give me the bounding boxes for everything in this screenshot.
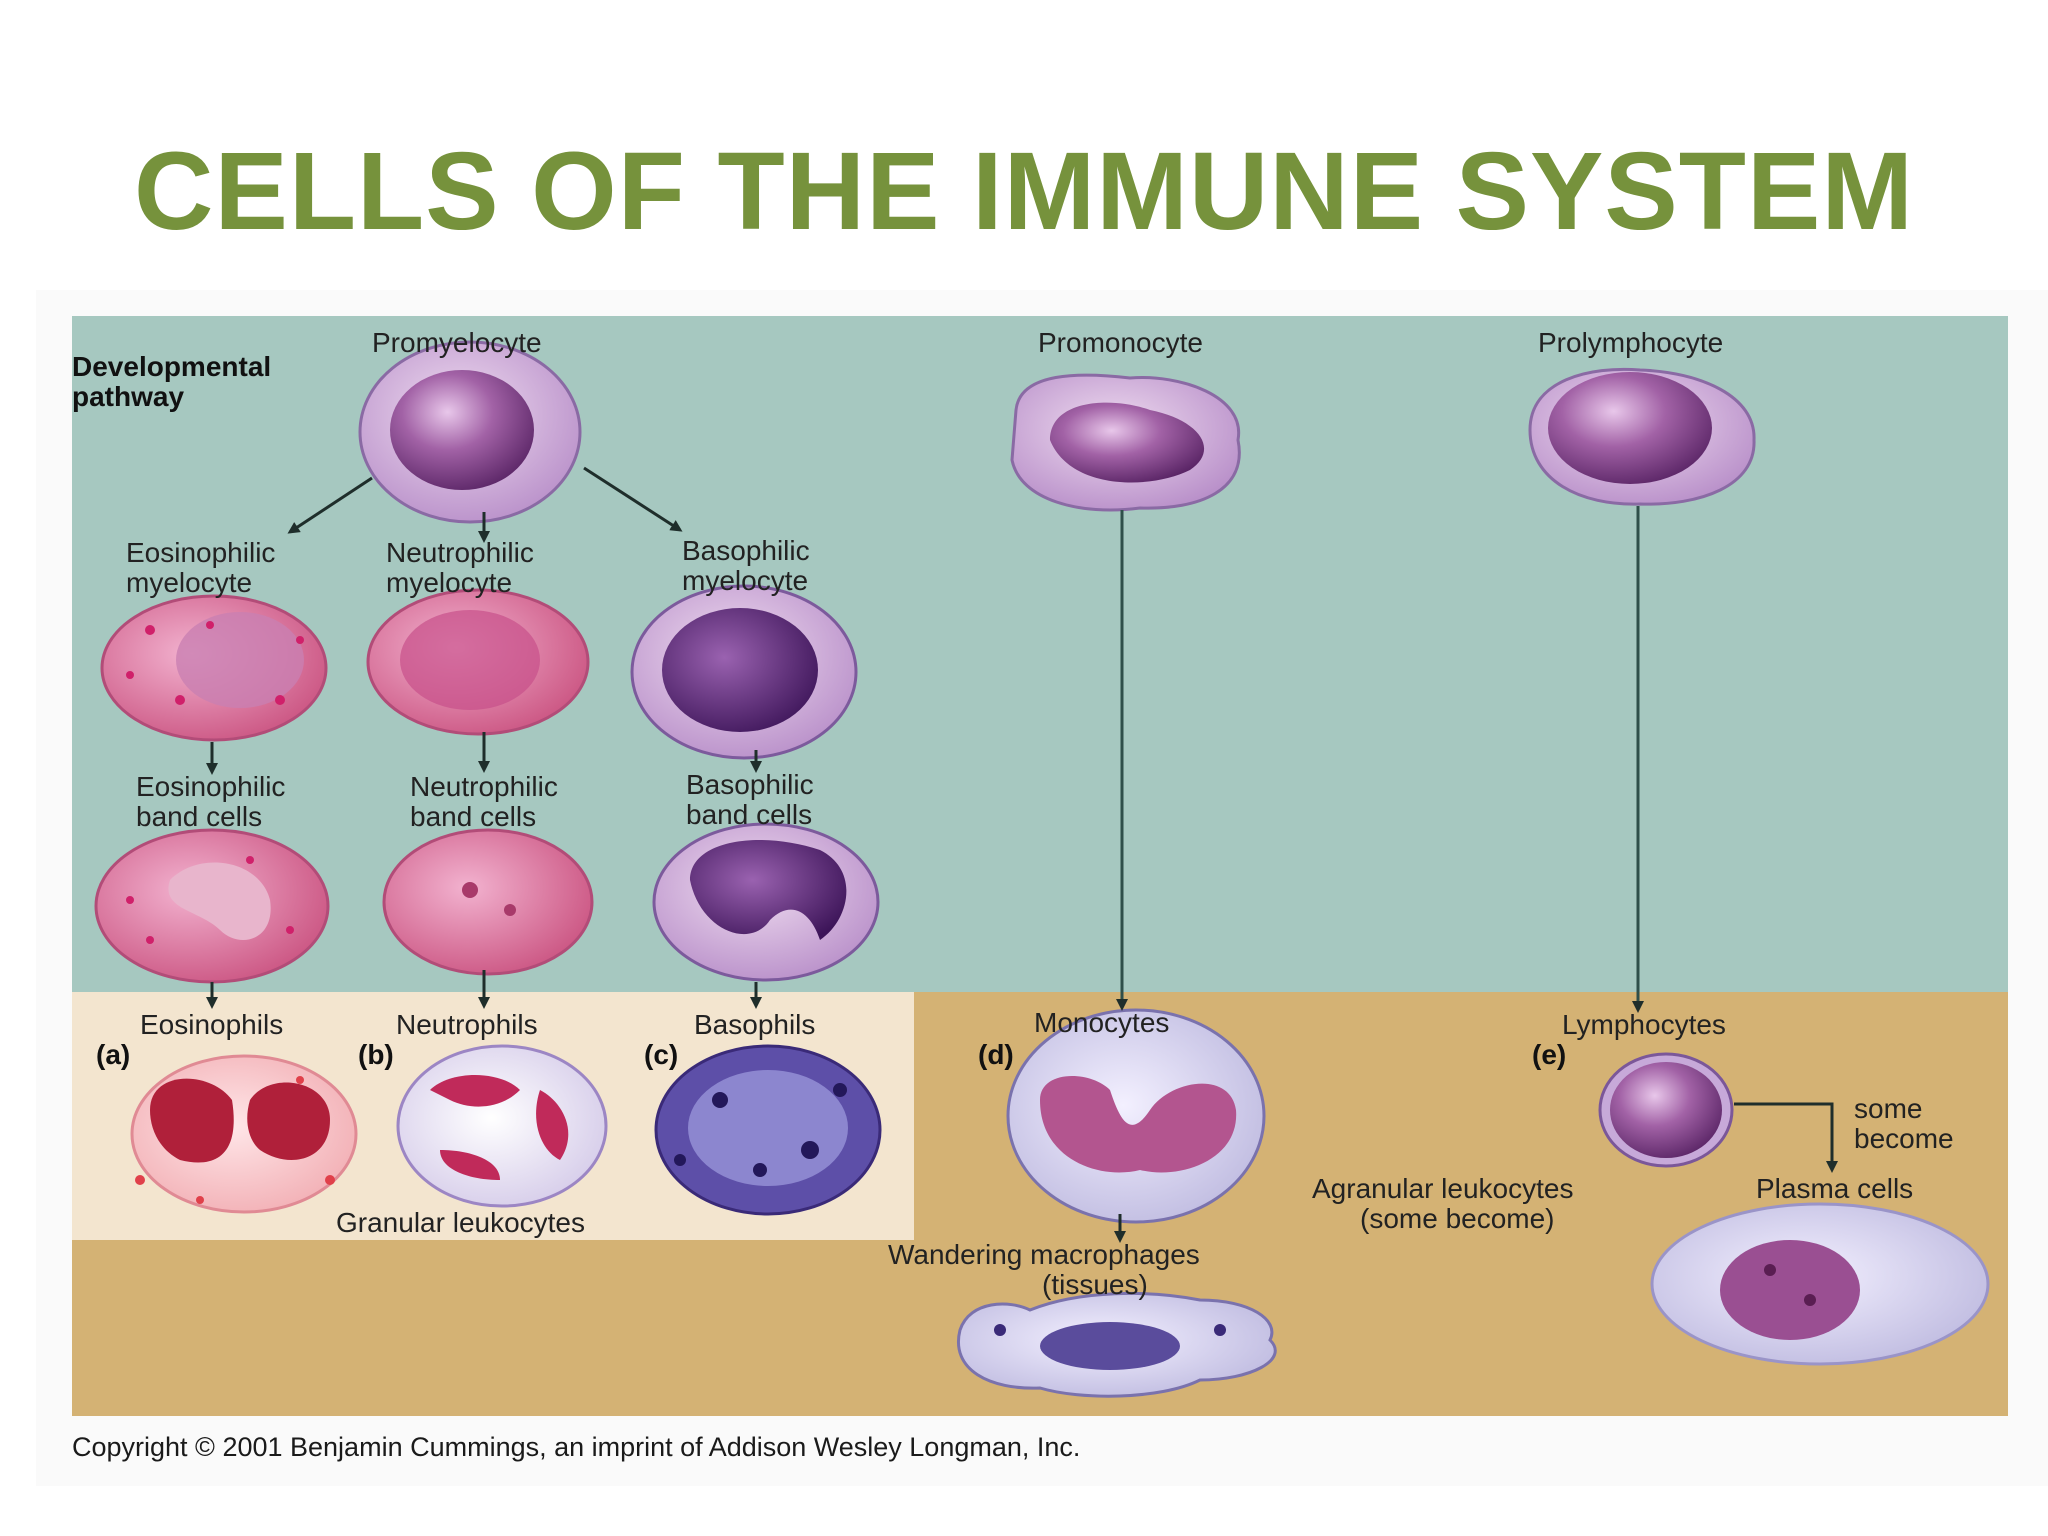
slide-title: CELLS OF THE IMMUNE SYSTEM — [134, 130, 1914, 253]
marker-d: (d) — [978, 1039, 1014, 1070]
pathway-arrows — [206, 466, 1838, 1243]
plasma-cells-label: Plasma cells — [1756, 1173, 1913, 1204]
eosinophils-label: Eosinophils — [140, 1009, 283, 1040]
basophilic-band-cell — [652, 822, 880, 982]
lymphocyte-cell — [1598, 1052, 1734, 1168]
basophilic-myelocyte-label-2: myelocyte — [682, 565, 808, 596]
eosinophilic-myelocyte-label-2: myelocyte — [126, 567, 252, 598]
basophilic-myelocyte-label-1: Basophilic — [682, 535, 810, 566]
promonocyte-cell — [1010, 373, 1241, 512]
macrophages-label-1: Wandering macrophages — [888, 1239, 1200, 1270]
promyelocyte-cell — [358, 340, 582, 524]
eosinophilic-myelocyte-label-1: Eosinophilic — [126, 537, 275, 568]
neutrophilic-myelocyte-label-2: myelocyte — [386, 567, 512, 598]
marker-a: (a) — [96, 1039, 130, 1070]
marker-b: (b) — [358, 1039, 394, 1070]
neutrophilic-myelocyte-cell — [366, 588, 590, 736]
lymphocytes-label: Lymphocytes — [1562, 1009, 1726, 1040]
basophils-label: Basophils — [694, 1009, 815, 1040]
arrow-lymphocyte-to-plasma — [1734, 1102, 1838, 1173]
basophilic-band-label-1: Basophilic — [686, 769, 814, 800]
agranular-leukocytes-label-1: Agranular leukocytes — [1312, 1173, 1573, 1204]
eosinophilic-band-cell — [94, 828, 330, 984]
basophil-cell — [654, 1044, 882, 1216]
monocytes-label: Monocytes — [1034, 1007, 1169, 1038]
arrow-promyelocyte-to-eosinophilic — [287, 476, 373, 534]
eosinophilic-myelocyte-cell — [100, 594, 328, 742]
arrow-promyelocyte-to-basophilic — [583, 466, 683, 532]
wandering-macrophage-cell — [957, 1291, 1277, 1398]
basophilic-myelocyte-cell — [630, 584, 858, 760]
marker-c: (c) — [644, 1039, 678, 1070]
prolymphocyte-cell — [1528, 367, 1756, 506]
pathway-label-line2: pathway — [72, 381, 184, 412]
neutrophilic-band-cell — [382, 828, 594, 976]
plasma-cell — [1650, 1202, 1990, 1366]
monocyte-cell — [1006, 1008, 1266, 1224]
prolymphocyte-label: Prolymphocyte — [1538, 327, 1723, 358]
pathway-label-line1: Developmental — [72, 351, 271, 382]
some-become-label-1: some — [1854, 1093, 1922, 1124]
neutrophilic-band-label-1: Neutrophilic — [410, 771, 558, 802]
eosinophilic-band-label-2: band cells — [136, 801, 262, 832]
agranular-leukocytes-label-2: (some become) — [1360, 1203, 1555, 1234]
eosinophilic-band-label-1: Eosinophilic — [136, 771, 285, 802]
marker-e: (e) — [1532, 1039, 1566, 1070]
some-become-label-2: become — [1854, 1123, 1954, 1154]
granular-leukocytes-label: Granular leukocytes — [336, 1207, 585, 1238]
copyright-text: Copyright © 2001 Benjamin Cummings, an i… — [72, 1432, 1081, 1462]
macrophages-label-2: (tissues) — [1042, 1269, 1148, 1300]
neutrophilic-band-label-2: band cells — [410, 801, 536, 832]
promyelocyte-label: Promyelocyte — [372, 327, 542, 358]
neutrophilic-myelocyte-label-1: Neutrophilic — [386, 537, 534, 568]
neutrophil-cell — [396, 1044, 608, 1208]
neutrophils-label: Neutrophils — [396, 1009, 538, 1040]
basophilic-band-label-2: band cells — [686, 799, 812, 830]
promonocyte-label: Promonocyte — [1038, 327, 1203, 358]
eosinophil-cell — [130, 1054, 358, 1214]
